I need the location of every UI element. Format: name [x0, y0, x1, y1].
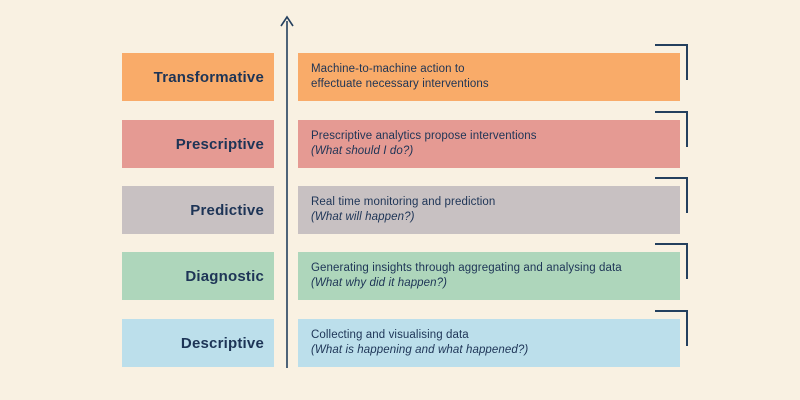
level-label-box: Predictive [122, 186, 274, 234]
description-line-2: (What is happening and what happened?) [311, 344, 529, 356]
level-row-diagnostic: Diagnostic Generating insights through a… [0, 243, 800, 300]
level-description-box: Machine-to-machine action to effectuate … [298, 53, 680, 101]
description-line-1: Real time monitoring and prediction [311, 196, 496, 208]
corner-bracket [655, 177, 688, 213]
description-line-1: Machine-to-machine action to [311, 63, 465, 75]
level-row-transformative: Transformative Machine-to-machine action… [0, 44, 800, 101]
level-label: Descriptive [180, 334, 264, 352]
level-description-box: Prescriptive analytics propose intervent… [298, 120, 680, 168]
level-row-prescriptive: Prescriptive Prescriptive analytics prop… [0, 111, 800, 168]
level-label-box: Prescriptive [122, 120, 274, 168]
level-description-box: Real time monitoring and prediction (Wha… [298, 186, 680, 234]
level-description-box: Generating insights through aggregating … [298, 252, 680, 300]
description-line-2: (What should I do?) [311, 145, 414, 157]
level-label-box: Descriptive [122, 319, 274, 367]
description-line-1: Prescriptive analytics propose intervent… [311, 130, 537, 142]
level-description-box: Collecting and visualising data (What is… [298, 319, 680, 367]
level-label: Diagnostic [185, 267, 264, 285]
corner-bracket [655, 44, 688, 80]
level-label: Transformative [153, 68, 264, 86]
description-line-1: Collecting and visualising data [311, 329, 469, 341]
level-label-box: Transformative [122, 53, 274, 101]
level-label: Prescriptive [175, 135, 264, 153]
description-line-2: effectuate necessary interventions [311, 78, 489, 90]
description-line-1: Generating insights through aggregating … [311, 262, 622, 274]
level-label-box: Diagnostic [122, 252, 274, 300]
level-row-predictive: Predictive Real time monitoring and pred… [0, 177, 800, 234]
description-line-2: (What will happen?) [311, 211, 415, 223]
corner-bracket [655, 243, 688, 279]
corner-bracket [655, 310, 688, 346]
description-line-2: (What why did it happen?) [311, 277, 448, 289]
up-arrow-icon [280, 15, 294, 368]
corner-bracket [655, 111, 688, 147]
level-row-descriptive: Descriptive Collecting and visualising d… [0, 310, 800, 367]
level-label: Predictive [190, 201, 264, 219]
